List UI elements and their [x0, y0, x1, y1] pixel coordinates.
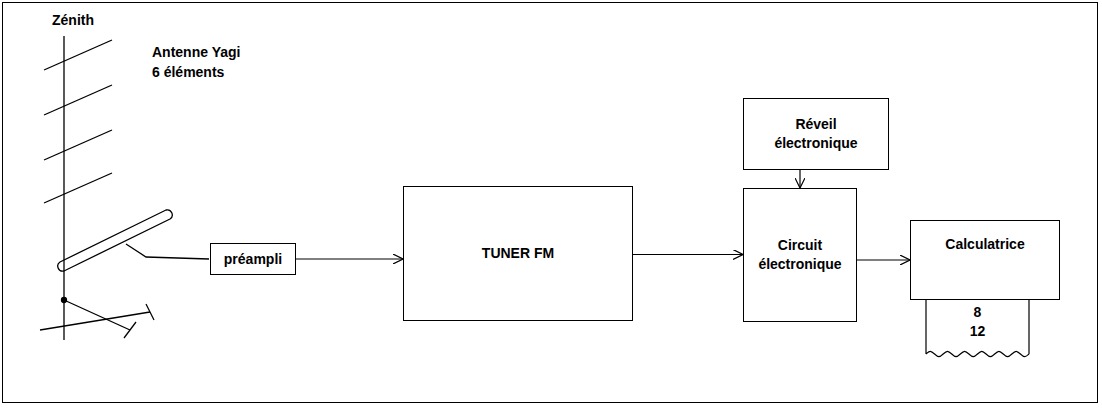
- box-text: préampli: [224, 250, 282, 269]
- box-text: Circuit électronique: [750, 236, 850, 274]
- zenith-label: Zénith: [52, 10, 94, 30]
- signal-arrow: [633, 254, 743, 255]
- signal-arrow: [296, 258, 403, 259]
- calculator-box: Calculatrice: [910, 220, 1060, 300]
- box-text: TUNER FM: [482, 244, 554, 263]
- frame: [3, 3, 1098, 403]
- paper-tape: 812: [925, 300, 1030, 360]
- signal-arrow: [857, 259, 910, 260]
- preamp-box: préampli: [210, 243, 296, 275]
- box-text: Calculatrice: [945, 235, 1024, 254]
- signal-arrow: [799, 170, 800, 188]
- tape-number: 12: [970, 322, 986, 341]
- antenna-label: Antenne Yagi 6 éléments: [152, 42, 248, 83]
- alarm-clock-box: Réveil électronique: [743, 98, 889, 170]
- yagi-antenna: [40, 36, 209, 340]
- box-text: Réveil électronique: [766, 115, 866, 153]
- tuner-box: TUNER FM: [403, 186, 633, 321]
- tape-number: 8: [974, 303, 982, 322]
- circuit-box: Circuit électronique: [743, 188, 857, 322]
